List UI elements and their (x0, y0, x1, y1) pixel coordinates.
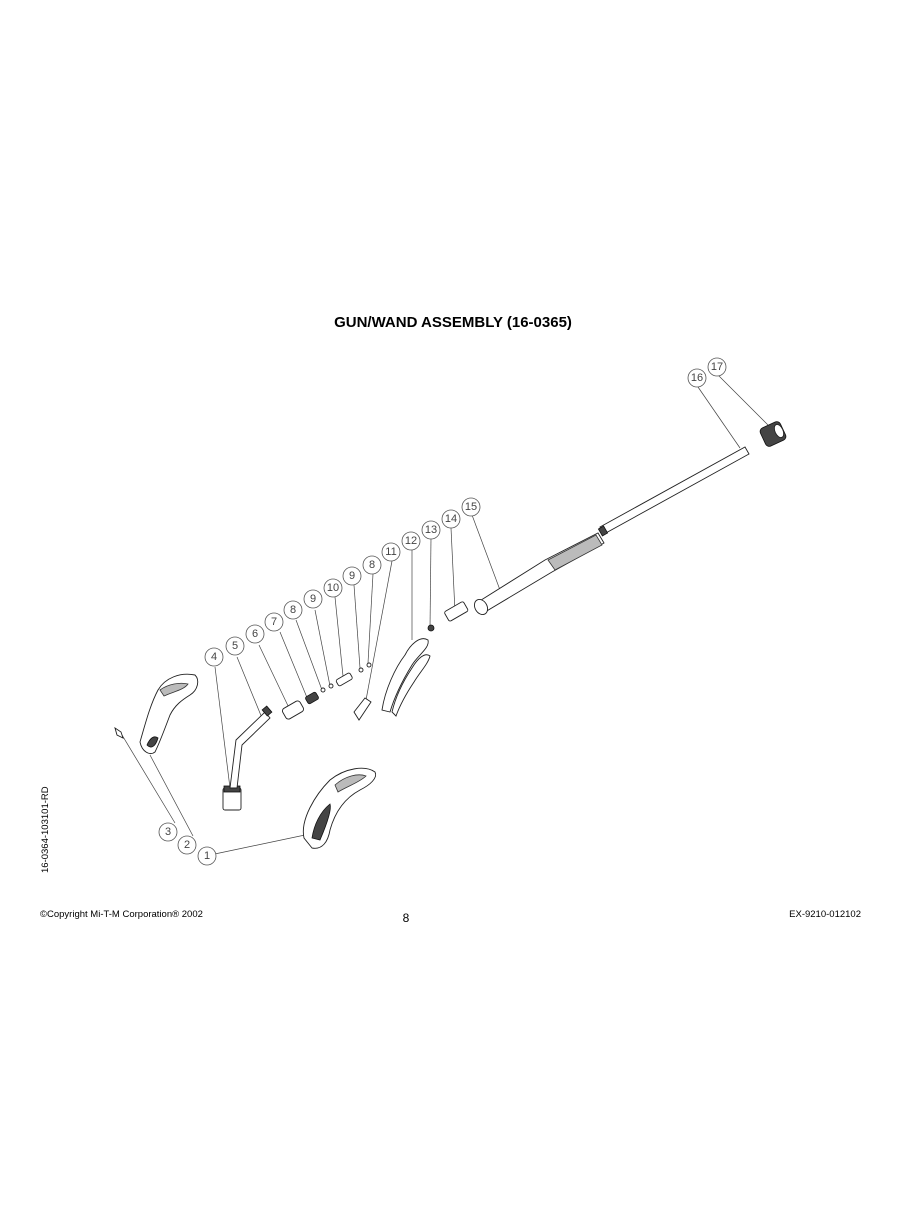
part-15-wand-grip (473, 532, 605, 615)
part-6-coupling (281, 700, 305, 720)
leader-lines (121, 374, 769, 856)
part-3-pin (114, 726, 124, 739)
callout-11: 11 (381, 542, 401, 562)
part-10-valve-stem (335, 672, 353, 687)
callout-16: 16 (687, 368, 707, 388)
svg-text:17: 17 (711, 361, 723, 373)
callout-9b: 9 (342, 566, 362, 586)
svg-text:8: 8 (290, 604, 296, 616)
part-12-trigger (381, 638, 431, 717)
callout-3: 3 (158, 822, 178, 842)
svg-text:14: 14 (445, 513, 457, 525)
callout-2: 2 (177, 835, 197, 855)
svg-text:12: 12 (405, 535, 417, 547)
page-title: GUN/WAND ASSEMBLY (16-0365) (334, 314, 572, 331)
callout-14: 14 (441, 509, 461, 529)
part-5-tube (229, 705, 273, 789)
svg-text:10: 10 (327, 582, 339, 594)
callout-13: 13 (421, 520, 441, 540)
part-4-fitting (222, 785, 242, 811)
part-13-o-ring (427, 624, 435, 632)
svg-text:7: 7 (271, 616, 277, 628)
part-1-handle (302, 767, 377, 849)
callout-8a: 8 (283, 600, 303, 620)
svg-text:1: 1 (204, 850, 210, 862)
svg-text:15: 15 (465, 501, 477, 513)
page-number: 8 (402, 911, 410, 925)
svg-text:8: 8 (369, 559, 375, 571)
callout-10: 10 (323, 578, 343, 598)
part-11-plate (353, 697, 372, 721)
part-8-9-rings (320, 662, 372, 693)
part-14-nipple (444, 601, 469, 622)
svg-text:2: 2 (184, 839, 190, 851)
callout-17: 17 (707, 357, 727, 377)
svg-text:3: 3 (165, 826, 171, 838)
svg-text:9: 9 (349, 570, 355, 582)
callout-6: 6 (245, 624, 265, 644)
callout-5: 5 (225, 636, 245, 656)
svg-text:6: 6 (252, 628, 258, 640)
svg-text:11: 11 (385, 546, 396, 558)
callout-4: 4 (204, 647, 224, 667)
part-16-lance (597, 446, 750, 537)
callout-9a: 9 (303, 589, 323, 609)
document-code: EX-9210-012102 (789, 909, 861, 920)
part-2-gun-body (139, 673, 199, 754)
svg-text:4: 4 (211, 651, 217, 663)
callout-15: 15 (461, 497, 481, 517)
callout-7: 7 (264, 612, 284, 632)
part-17-coupler (759, 421, 787, 447)
callout-12: 12 (401, 531, 421, 551)
copyright-text: ©Copyright Mi-T-M Corporation® 2002 (40, 909, 203, 920)
svg-text:16: 16 (691, 372, 703, 384)
svg-text:13: 13 (425, 524, 437, 536)
svg-text:5: 5 (232, 640, 238, 652)
callout-8b: 8 (362, 555, 382, 575)
svg-text:9: 9 (310, 593, 316, 605)
callout-1: 1 (197, 846, 217, 866)
part-7-spring (305, 691, 319, 705)
